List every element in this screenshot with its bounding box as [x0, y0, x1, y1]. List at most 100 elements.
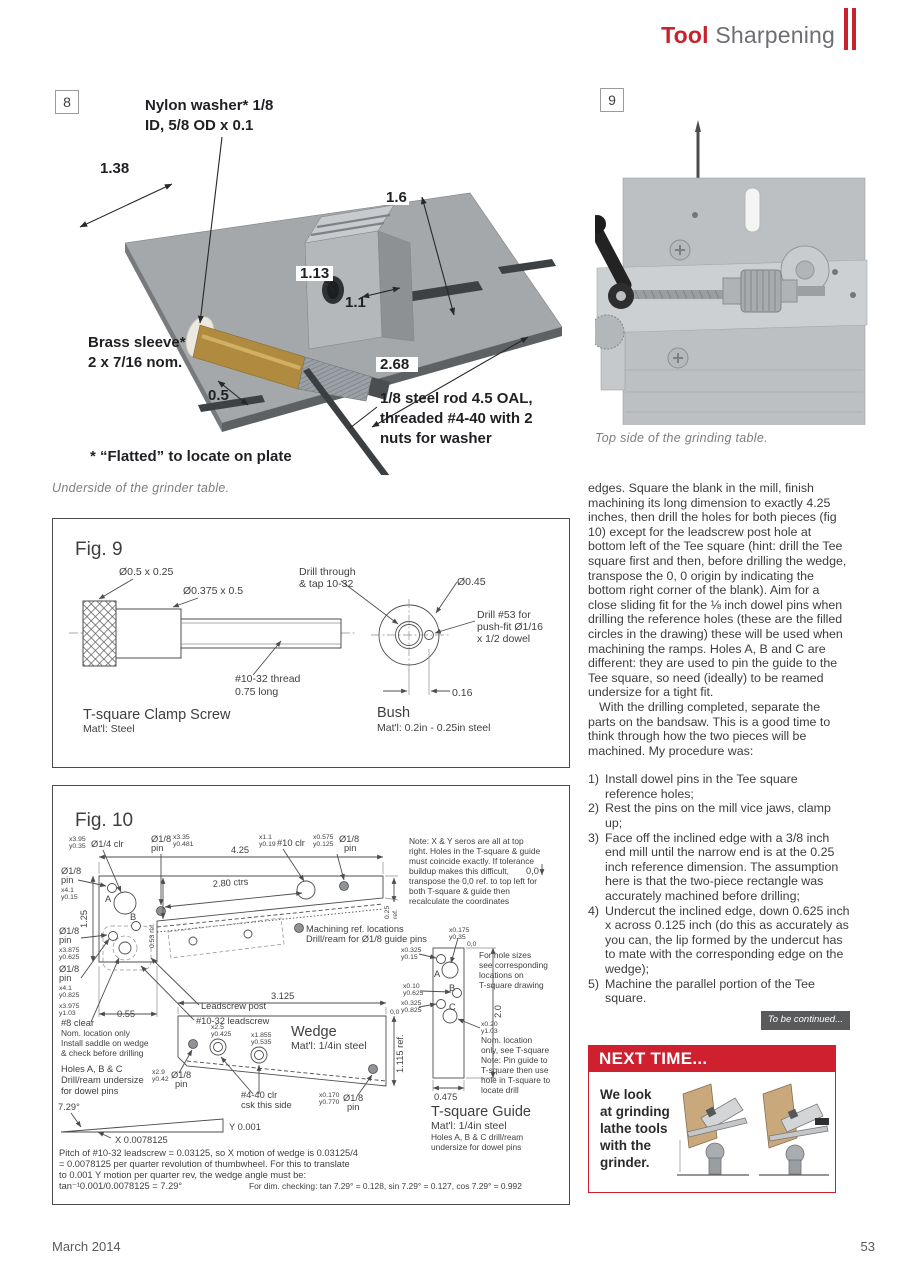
page-header: Tool Sharpening	[661, 22, 835, 49]
drawing-label: 1.115 ref.	[395, 1034, 405, 1073]
saddle-hole	[188, 936, 198, 946]
drawing-label: #10 clr	[277, 838, 305, 848]
drawing-label: see corresponding	[479, 960, 548, 970]
drawing-label: Ø1/8	[59, 964, 79, 974]
brass-highlight	[201, 334, 301, 370]
drawing-label: y0.15	[401, 954, 418, 961]
drawing-label: C	[449, 1002, 456, 1012]
knurled-knob	[595, 314, 625, 350]
drawing-label: x3.35	[173, 834, 190, 841]
drawing-label: A	[434, 969, 441, 979]
angle-leader	[70, 1112, 82, 1128]
drawing-label: y0.625	[59, 954, 80, 961]
legend-ref-dot	[294, 923, 304, 933]
leadscrew-post-hole	[118, 941, 132, 955]
drawing-label: Y 0.001	[229, 1122, 261, 1132]
small-hole	[692, 212, 698, 218]
drawing-label: x2.9	[152, 1069, 165, 1076]
drawing-label: hole in T-square to	[481, 1075, 551, 1085]
guide-hole-large	[441, 961, 459, 979]
next-time-header: NEXT TIME...	[589, 1046, 835, 1072]
article-paragraph: With the drilling completed, separate th…	[588, 699, 831, 758]
list-text: Install dowel pins in the Tee square ref…	[605, 772, 798, 801]
drawing-label: ref.	[392, 909, 399, 919]
drawing-label: threaded #4-40 with 2	[380, 410, 533, 427]
drawing-label: must coincide exactly. If tolerance	[409, 856, 534, 866]
drawing-label: pin	[347, 1102, 359, 1112]
drawing-label: 1/8 steel rod 4.5 OAL,	[380, 390, 533, 407]
leader	[282, 848, 305, 882]
drawing-label: A	[105, 894, 112, 904]
drawing-label: x0.575	[313, 834, 334, 841]
drawing-label: x1.855	[251, 1032, 272, 1039]
drawing-label: X 0.0078125	[115, 1135, 168, 1145]
drawing-label: 7.29°	[58, 1102, 80, 1112]
drawing-label: Mat'l: 1/4in steel	[291, 1040, 367, 1052]
drawing-label: y0.19	[259, 841, 276, 848]
plate-left-edge	[125, 243, 222, 432]
drawing-label: y1.03	[481, 1028, 498, 1035]
drawing-label: Fig. 9	[75, 539, 123, 560]
drawing-label: 1.25	[79, 910, 89, 928]
leader	[435, 581, 458, 614]
drawing-label: T-square Clamp Screw	[83, 707, 231, 723]
drawing-label: x4.1	[59, 985, 72, 992]
drawing-label: both T-square & guide then	[409, 886, 510, 896]
extension-lines	[408, 649, 430, 695]
wedge-hidden-line	[186, 1060, 387, 1082]
drawing-label: 0.53 ref.	[149, 923, 156, 948]
guide-hole-C	[436, 999, 446, 1009]
leader	[357, 1074, 373, 1096]
section-title: Sharpening	[708, 22, 835, 48]
drawing-label: B	[449, 983, 455, 993]
drawing-label: Drill/ream undersize	[61, 1075, 144, 1085]
drawing-label: pin	[59, 935, 71, 945]
drawing-label: y0.425	[211, 1031, 232, 1038]
clamp-disc-center	[795, 260, 815, 280]
drawing-label: y0.42	[152, 1076, 169, 1083]
drawing-label: Ø1/8	[339, 834, 359, 844]
drawing-label: Wedge	[291, 1024, 337, 1040]
drawing-label: 1.38	[100, 160, 129, 177]
drawing-label: = 0.0078125 per quarter revolution of th…	[59, 1159, 350, 1169]
leader	[90, 957, 120, 1023]
extension-lines	[384, 875, 399, 901]
leader	[102, 849, 122, 893]
undercut-dotted-line	[156, 908, 384, 933]
drawing-label: Nylon washer* 1/8	[145, 97, 273, 114]
drawing-label: Ø1/4 clr	[91, 839, 124, 849]
drawing-label: pin	[61, 875, 73, 885]
leader	[418, 1002, 437, 1008]
drawing-label: #10-32 thread	[235, 673, 301, 685]
wedge-angle-triangle	[60, 1118, 224, 1133]
leader	[450, 937, 459, 964]
block-side-face	[377, 230, 415, 342]
drawing-label: pin	[151, 843, 163, 853]
drawing-label: Ø1/8	[59, 926, 79, 936]
drawing-label: #4-40 clr	[241, 1090, 277, 1100]
leader	[77, 879, 107, 888]
list-number: 3)	[588, 830, 600, 845]
drawing-label: pin	[59, 973, 71, 983]
label-backplate	[382, 190, 409, 205]
drawing-label: Ø0.375 x 0.5	[183, 585, 243, 597]
drawing-label: ID, 5/8 OD x 0.1	[145, 117, 253, 134]
dim-1-6	[421, 196, 455, 316]
procedure-list: 1)Install dowel pins in the Tee square r…	[588, 772, 850, 1006]
figure-9-number: 9	[600, 88, 624, 112]
drawing-label: #8 clear	[61, 1018, 94, 1028]
drawing-label: y0.825	[59, 992, 80, 999]
grinder-diagram	[759, 1083, 829, 1176]
drawing-label: Note: X & Y seros are all at top	[409, 836, 524, 846]
drawing-label: x0.325	[401, 947, 422, 954]
drawing-label: Pitch of #10-32 leadscrew = 0.03125, so …	[59, 1148, 358, 1158]
drawing-label: tan⁻¹0.001/0.0078125 = 7.29°	[59, 1181, 182, 1191]
drawing-label: Mat'l: Steel	[83, 723, 135, 735]
leader	[340, 580, 399, 625]
next-time-box: NEXT TIME... We look at grinding lathe t…	[588, 1045, 836, 1193]
ref-pin	[339, 881, 349, 891]
